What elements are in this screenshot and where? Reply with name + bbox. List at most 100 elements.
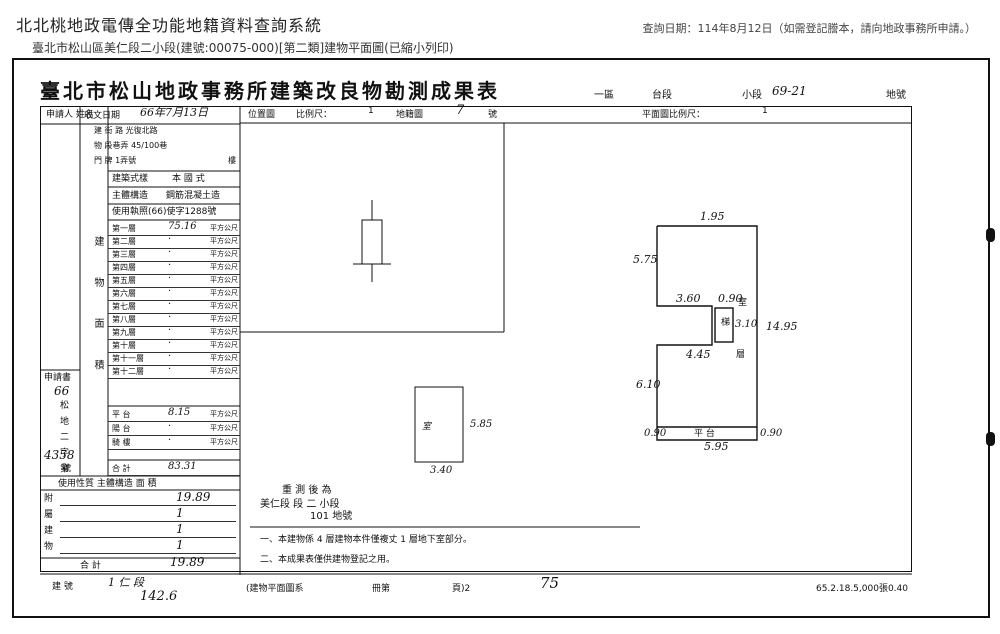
plan-platform-label: 平 台 — [694, 429, 715, 439]
shared-row-label: 建 — [44, 526, 54, 536]
floor-row: 第五層·平方公尺 — [108, 273, 240, 288]
floor-row: 第八層·平方公尺 — [108, 312, 240, 327]
footer-code: 65.2.18.5,000張0.40 — [815, 584, 908, 594]
dim-corner-left: 0.90 — [644, 428, 667, 439]
bottom-page-prefix: 頁)2 — [452, 584, 471, 594]
row-value: · — [168, 325, 172, 336]
small-room-label: 室 — [422, 422, 432, 432]
use-permit: (66)使字1288號 — [148, 207, 217, 217]
system-title: 北北桃地政電傳全功能地籍資料查詢系統 — [16, 16, 323, 35]
floor-row: 第四層 · 平方公尺 — [108, 260, 240, 275]
application-book-label: 申請書 — [44, 373, 72, 383]
row-value: · — [168, 234, 172, 245]
row-value: · — [168, 286, 172, 297]
total-label: 合 計 — [112, 464, 131, 473]
cadastral-sheet-suffix: 號 — [488, 110, 498, 120]
row-value: · — [168, 338, 172, 349]
row-unit: 平方公尺 — [210, 315, 238, 323]
row-label: 第四層 — [112, 263, 136, 272]
cadastral-sheet-label: 地籍圖 — [396, 110, 424, 120]
total-value: 83.31 — [168, 461, 197, 472]
floor-row: 第一層 75.16 平方公尺 — [108, 221, 240, 236]
bottom-build-no: 1 仁 段 — [108, 576, 144, 589]
dim-door-width: 0.90 — [718, 292, 743, 305]
shared-row-label: 物 — [44, 542, 54, 552]
row-label: 第三層 — [112, 250, 136, 259]
cadastral-sheet-number: 7 — [456, 103, 465, 118]
survey-label: 重 測 後 為 — [282, 485, 332, 496]
row-unit: 平方公尺 — [210, 341, 238, 349]
dim-top: 1.95 — [700, 210, 725, 223]
address-lane: 物 段巷弄 45/100巷 — [94, 141, 168, 150]
dim-right: 14.95 — [766, 320, 798, 333]
bottom-build-no-label: 建 號 — [52, 582, 73, 592]
row-unit: 平方公尺 — [210, 328, 238, 336]
dim-corner-right: 0.90 — [760, 428, 783, 439]
address-road: 建 街 路 光復北路 — [94, 126, 158, 135]
row-label: 第十二層 — [112, 367, 144, 376]
shared-row-value: 1 — [176, 506, 184, 520]
row-unit: 平方公尺 — [210, 410, 238, 418]
main-structure-label: 主體構造 — [112, 191, 149, 201]
date-value: 66年7月13日 — [140, 106, 208, 119]
position-map-label: 位置圖 — [248, 110, 276, 120]
row-label: 第一層 — [112, 224, 136, 233]
shared-row-line — [60, 521, 236, 522]
floor-row: 第十一層 · 平方公尺 — [108, 351, 240, 366]
note-2: 二、本成果表僅供建物登記之用。 — [260, 555, 396, 565]
row-unit: 平方公尺 — [210, 263, 238, 271]
total-row: 合 計 83.31 — [108, 461, 240, 476]
section-label-2: 台段 — [652, 90, 672, 101]
row-value: · — [168, 351, 172, 362]
attached-row: 騎 樓·平方公尺 — [108, 435, 240, 450]
building-type: 本 國 式 — [172, 174, 205, 184]
row-label: 第十一層 — [112, 354, 144, 363]
floorplan-scale-label: 平面圖比例尺： — [642, 110, 706, 120]
dim-mid: 4.45 — [686, 348, 711, 361]
row-label: 第八層 — [112, 315, 136, 324]
floor-row: 第十層·平方公尺 — [108, 338, 240, 353]
attached-row: 陽 台·平方公尺 — [108, 421, 240, 436]
row-label: 平 台 — [112, 410, 131, 419]
bottom-plan-label: (建物平面圖系 — [246, 584, 304, 594]
row-label: 騎 樓 — [112, 438, 131, 447]
document-title: 臺北市松山地政事務所建築改良物勘測成果表 — [40, 79, 500, 103]
row-value: · — [168, 299, 172, 310]
row-value: · — [168, 273, 172, 284]
small-section-label: 小段 — [742, 90, 762, 101]
row-value: · — [168, 364, 172, 375]
small-height-dim: 5.85 — [470, 419, 493, 430]
floor-row: 第十二層·平方公尺 — [108, 364, 240, 379]
shared-row-value: 1 — [176, 538, 184, 552]
land-number-handwritten: 69-21 — [772, 84, 807, 98]
floor-row: 第九層 · 平方公尺 — [108, 325, 240, 340]
row-unit: 平方公尺 — [210, 354, 238, 362]
shared-total-label: 合 計 — [80, 561, 101, 571]
row-label: 第六層 — [112, 289, 136, 298]
floor-row: 第三層·平方公尺 — [108, 247, 240, 262]
shared-row-label: 屬 — [44, 510, 54, 520]
shared-row-value: 1 — [176, 522, 184, 536]
land-label: 松 地 二 字 第 — [58, 400, 68, 475]
floors-header: 建 物 面 積 — [92, 236, 103, 384]
shared-row-line — [60, 505, 236, 506]
survey-frame — [40, 106, 912, 572]
bottom-handwritten-number: 142.6 — [140, 589, 178, 604]
land-number-label: 地號 — [886, 90, 906, 101]
land-number-value: 4358 — [44, 448, 75, 462]
floorplan-scale-value: 1 — [762, 106, 768, 116]
row-value: 8.15 — [168, 407, 191, 418]
row-unit: 平方公尺 — [210, 438, 238, 446]
shared-total-value: 19.89 — [170, 555, 205, 569]
row-value: · — [168, 260, 172, 271]
row-value: 75.16 — [168, 221, 197, 232]
shared-row-value: 19.89 — [176, 490, 211, 504]
row-unit: 平方公尺 — [210, 289, 238, 297]
row-label: 第二層 — [112, 237, 136, 246]
survey-sheet — [12, 58, 990, 618]
bottom-page-label: 冊第 — [372, 584, 391, 594]
row-label: 第九層 — [112, 328, 136, 337]
row-unit: 平方公尺 — [210, 224, 238, 232]
scale-value: 1 — [368, 106, 374, 116]
